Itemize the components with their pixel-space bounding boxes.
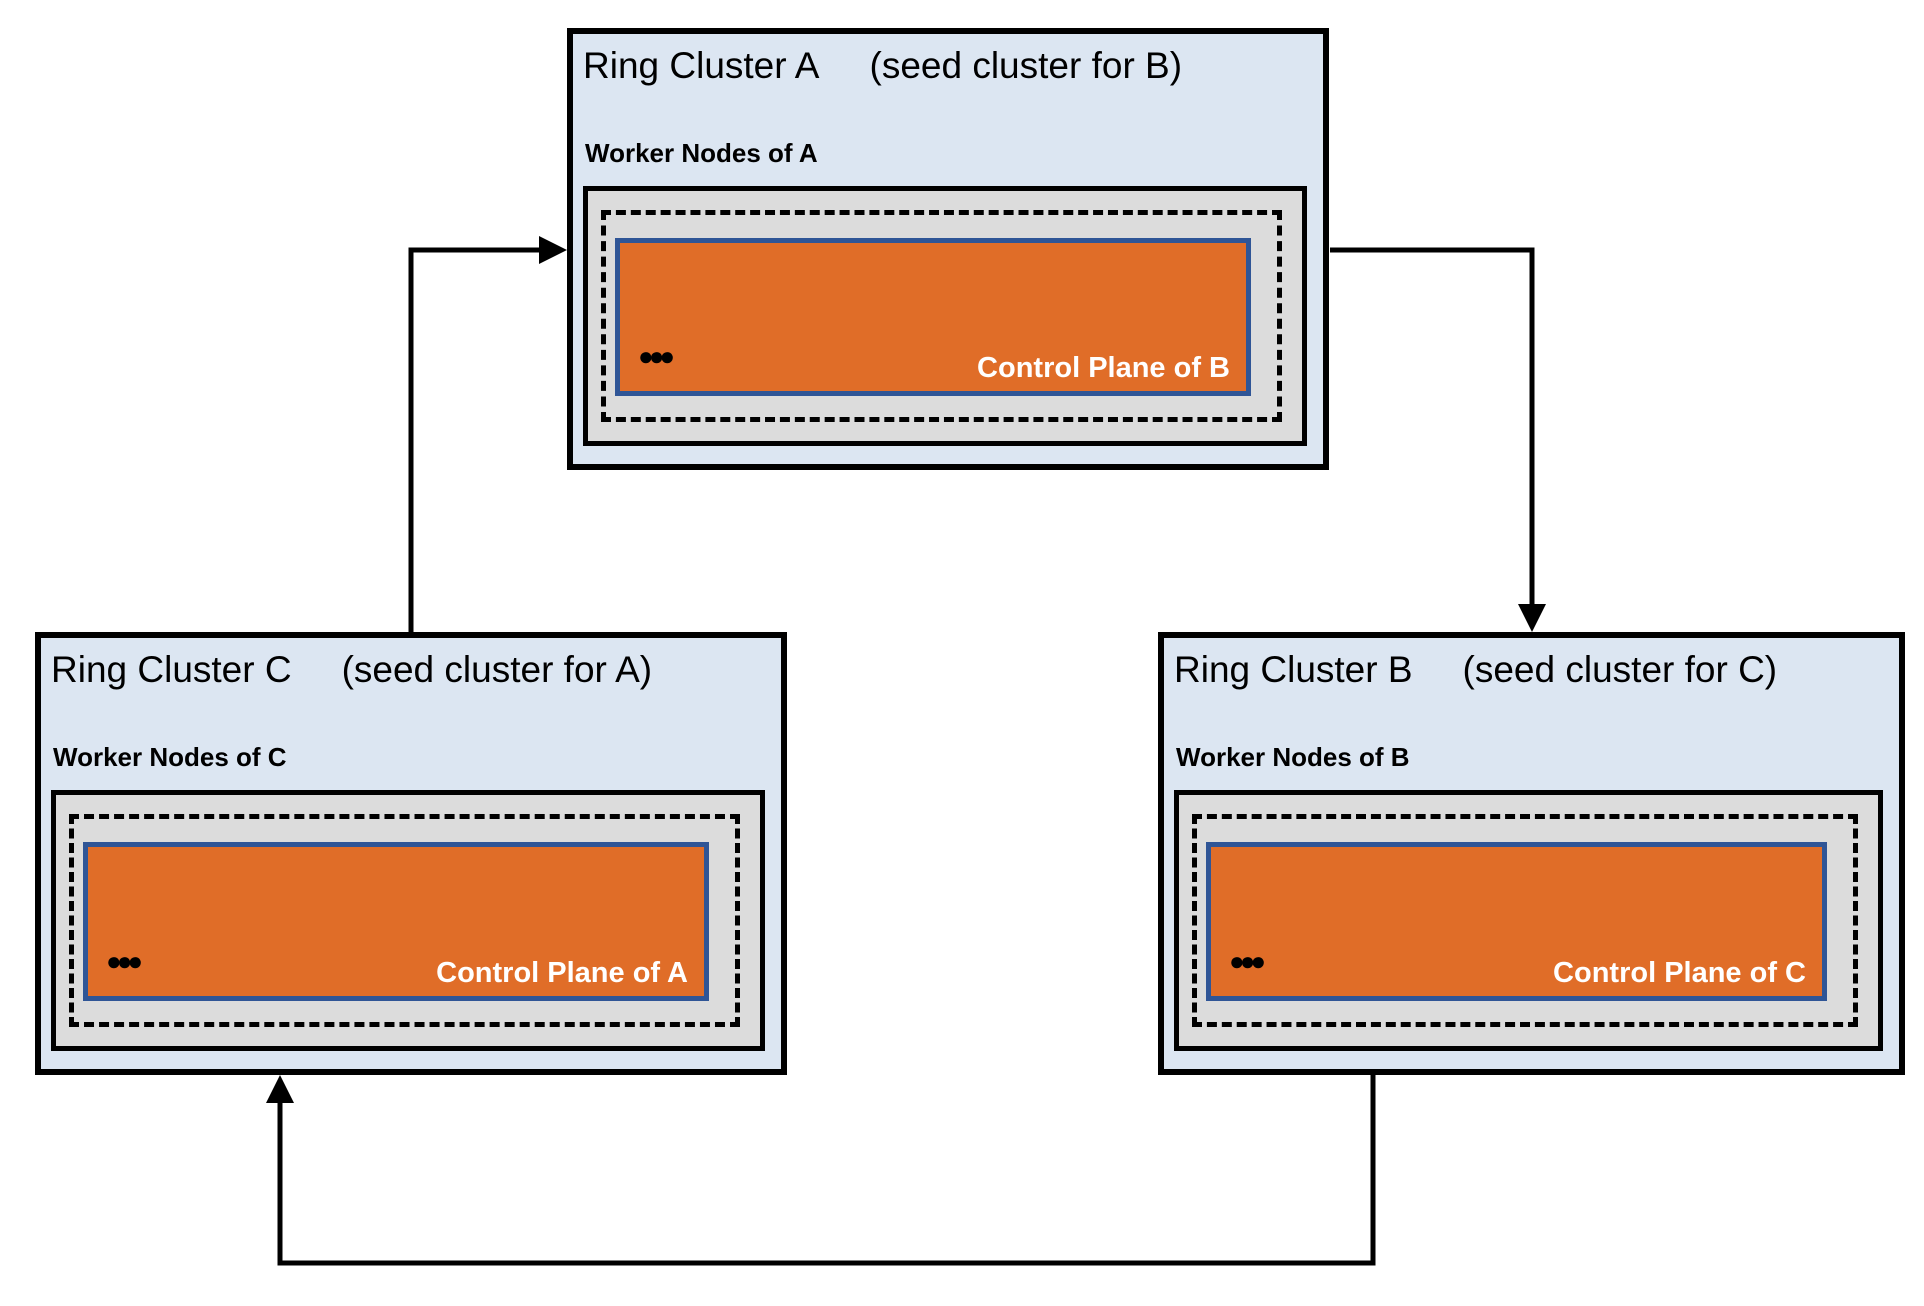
cluster-c-worker-nodes-label: Worker Nodes of C — [53, 742, 287, 772]
cluster-c-control-plane-box: ●●● Control Plane of A — [83, 842, 709, 1001]
cluster-b-dashed-boundary: ●●● Control Plane of C — [1192, 814, 1858, 1027]
cluster-b-title-row: Ring Cluster B (seed cluster for C) — [1174, 646, 1777, 694]
ellipsis-dots: ●●● — [1229, 946, 1266, 976]
cluster-a-control-plane-label: Control Plane of B — [977, 351, 1230, 384]
cluster-c-control-plane-label: Control Plane of A — [436, 956, 688, 989]
ellipsis-dots: ●●● — [106, 946, 143, 976]
cluster-b-seed-note: (seed cluster for C) — [1462, 649, 1778, 690]
arrowhead-into-b-icon — [1518, 604, 1546, 632]
cluster-c-dashed-boundary: ●●● Control Plane of A — [69, 814, 740, 1027]
arrowhead-into-a-icon — [539, 236, 567, 264]
arrowhead-into-c-icon — [266, 1075, 294, 1103]
cluster-c: Ring Cluster C (seed cluster for A) Work… — [35, 632, 787, 1075]
cluster-b-worker-nodes-label: Worker Nodes of B — [1176, 742, 1410, 772]
ellipsis-dots: ●●● — [638, 341, 675, 371]
cluster-a-title: Ring Cluster A — [583, 45, 820, 86]
cluster-a-dashed-boundary: ●●● Control Plane of B — [601, 210, 1282, 422]
cluster-c-seed-note: (seed cluster for A) — [341, 649, 653, 690]
cluster-a-title-row: Ring Cluster A (seed cluster for B) — [583, 42, 1182, 90]
cluster-b-title: Ring Cluster B — [1174, 649, 1413, 690]
cluster-b-control-plane-label: Control Plane of C — [1553, 956, 1806, 989]
cluster-a-worker-nodes-box: ●●● Control Plane of B — [583, 186, 1307, 446]
cluster-a-control-plane-box: ●●● Control Plane of B — [615, 238, 1251, 396]
cluster-a: Ring Cluster A (seed cluster for B) Work… — [567, 28, 1329, 470]
arrow-a-to-b — [1330, 247, 1535, 606]
cluster-c-title-row: Ring Cluster C (seed cluster for A) — [51, 646, 652, 694]
cluster-b-control-plane-box: ●●● Control Plane of C — [1206, 842, 1827, 1001]
cluster-b-worker-nodes-box: ●●● Control Plane of C — [1174, 790, 1883, 1051]
cluster-b: Ring Cluster B (seed cluster for C) Work… — [1158, 632, 1905, 1075]
cluster-a-worker-nodes-label: Worker Nodes of A — [585, 138, 818, 168]
arrow-b-to-c — [277, 1075, 1376, 1266]
cluster-c-title: Ring Cluster C — [51, 649, 292, 690]
arrow-c-to-a — [408, 247, 541, 632]
cluster-a-seed-note: (seed cluster for B) — [869, 45, 1183, 86]
cluster-c-worker-nodes-box: ●●● Control Plane of A — [51, 790, 765, 1051]
